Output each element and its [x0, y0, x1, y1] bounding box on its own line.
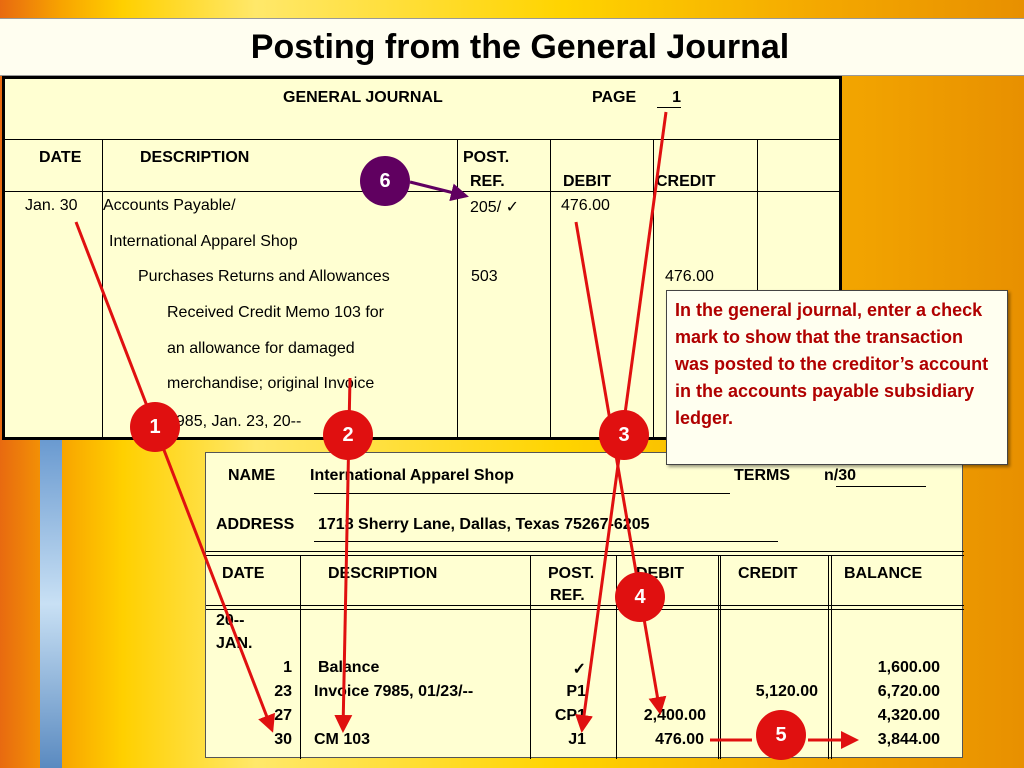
ledger-terms-value: n/30	[824, 467, 857, 484]
ledger-row-balance: 4,320.00	[877, 707, 940, 724]
journal-row-description: Received Credit Memo 103 for	[167, 304, 384, 321]
step-badge-5: 5	[756, 710, 806, 760]
arrow-1	[74, 221, 275, 733]
page-number: 1	[657, 89, 681, 108]
journal-rule	[757, 139, 758, 437]
ledger-address-value: 1718 Sherry Lane, Dallas, Texas 75267-62…	[318, 516, 650, 533]
ledger-row-ref: ✓	[572, 661, 586, 678]
ledger-terms-underline	[836, 486, 926, 487]
journal-row-description: Purchases Returns and Allowances	[138, 268, 390, 285]
ledger-col-credit: CREDIT	[738, 565, 798, 582]
ledger-row-description: Balance	[318, 659, 380, 676]
journal-rule	[5, 139, 839, 140]
ledger-rule	[206, 551, 964, 552]
ledger-row-balance: 6,720.00	[877, 683, 940, 700]
arrow-4	[574, 221, 667, 715]
ledger-address-underline	[314, 541, 778, 542]
ledger-col-post: POST.	[548, 565, 595, 582]
ledger-row-debit: 476.00	[655, 731, 704, 748]
journal-row-description: Accounts Payable/	[103, 197, 236, 214]
ledger-row-day: 1	[283, 659, 292, 676]
journal-rule	[5, 191, 839, 192]
ledger-col-description: DESCRIPTION	[328, 565, 438, 582]
ledger-rule	[530, 555, 531, 759]
ledger-row-description: CM 103	[314, 731, 371, 748]
ledger-col-date: DATE	[222, 565, 265, 582]
step-badge-2: 2	[323, 410, 373, 460]
ledger-row-balance: 3,844.00	[877, 731, 940, 748]
journal-row-ref: 503	[471, 268, 498, 285]
step-badge-3: 3	[599, 410, 649, 460]
ledger-row-credit: 5,120.00	[755, 683, 818, 700]
journal-rule	[457, 139, 458, 437]
journal-row-ref: 205/ ✓	[470, 199, 519, 216]
ledger-rule	[206, 555, 964, 556]
ledger-rule	[206, 605, 964, 606]
journal-row-description: International Apparel Shop	[109, 233, 298, 250]
ledger-col-ref: REF.	[550, 587, 585, 604]
journal-col-debit: DEBIT	[563, 173, 611, 190]
ledger-rule	[616, 555, 617, 759]
journal-rule	[653, 139, 654, 437]
arrow-6	[409, 180, 469, 202]
ledger-address-label: ADDRESS	[216, 516, 295, 533]
ledger-name-label: NAME	[228, 467, 276, 484]
journal-row-date: Jan. 30	[25, 197, 78, 214]
ledger-name-underline	[314, 493, 730, 494]
journal-rule	[550, 139, 551, 437]
ledger-rule	[718, 555, 719, 759]
ledger-rule	[300, 555, 301, 759]
step-badge-4: 4	[615, 572, 665, 622]
journal-heading: GENERAL JOURNAL	[283, 89, 443, 106]
journal-row-debit: 476.00	[561, 197, 610, 214]
journal-col-description: DESCRIPTION	[140, 149, 250, 166]
step-badge-1: 1	[130, 402, 180, 452]
journal-col-post: POST.	[463, 149, 510, 166]
journal-row-description: an allowance for damaged	[167, 340, 355, 357]
ledger-month: JAN.	[216, 635, 253, 652]
ledger-rule	[828, 555, 829, 759]
title-bar	[0, 18, 1024, 76]
ledger-col-balance: BALANCE	[844, 565, 923, 582]
journal-col-ref: REF.	[470, 173, 505, 190]
ledger-terms-label: TERMS	[734, 467, 790, 484]
page-label: PAGE	[592, 89, 637, 106]
ledger-row-day: 23	[274, 683, 292, 700]
background-stripe	[40, 440, 62, 768]
ledger-row-balance: 1,600.00	[877, 659, 940, 676]
journal-row-description: 7985, Jan. 23, 20--	[167, 413, 302, 430]
journal-col-credit: CREDIT	[656, 173, 716, 190]
general-journal: GENERAL JOURNAL PAGE 1 DATE DESCRIPTION …	[2, 76, 842, 440]
ledger-row-day: 30	[274, 731, 292, 748]
journal-col-date: DATE	[39, 149, 82, 166]
ledger-name-value: International Apparel Shop	[310, 467, 514, 484]
journal-row-credit: 476.00	[665, 268, 714, 285]
ledger-rule	[720, 555, 721, 759]
ledger-row-day: 27	[274, 707, 292, 724]
ledger-row-ref: J1	[568, 731, 586, 748]
instruction-note: In the general journal, enter a check ma…	[666, 290, 1008, 465]
step-badge-6: 6	[360, 156, 410, 206]
ledger-row-description: Invoice 7985, 01/23/--	[314, 683, 474, 700]
ledger-rule	[831, 555, 832, 759]
ledger-row-ref: P1	[566, 683, 586, 700]
ledger-rule	[206, 609, 964, 610]
slide-title: Posting from the General Journal	[250, 28, 790, 66]
journal-row-description: merchandise; original Invoice	[167, 375, 375, 392]
